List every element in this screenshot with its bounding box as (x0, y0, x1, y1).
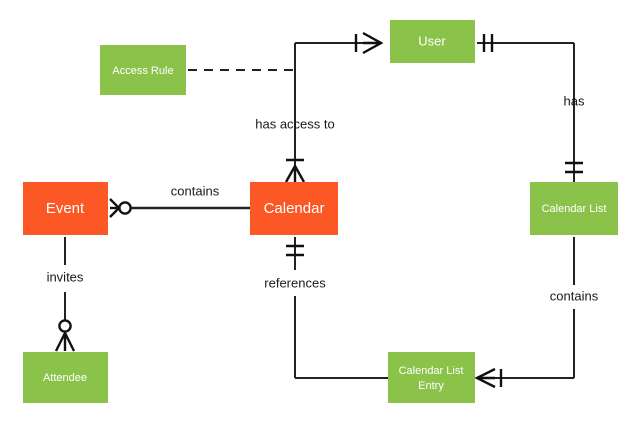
crowfoot-entry-right-one-or-many (474, 367, 503, 389)
entity-access-rule[interactable]: Access Rule (100, 45, 186, 95)
entity-calendar-list-entry-box[interactable] (388, 352, 475, 403)
entity-calendar-list-box[interactable] (530, 182, 618, 235)
relationship-label-has-access-to: has access to (255, 116, 335, 131)
edge-has-access-to[interactable] (284, 31, 384, 183)
relationship-label-invites: invites (47, 269, 84, 284)
edge-references[interactable] (286, 237, 388, 379)
entity-event[interactable]: Event (23, 182, 108, 235)
entity-calendar-label: Calendar (264, 200, 325, 217)
crowfoot-attendee-top-zero-or-many (54, 319, 76, 352)
entity-calendar[interactable]: Calendar (250, 182, 338, 235)
entity-user-label: User (418, 33, 446, 48)
entity-attendee[interactable]: Attendee (23, 352, 108, 403)
relationship-label-contains-entry: contains (550, 288, 599, 303)
entity-event-box[interactable] (23, 182, 108, 235)
entity-calendar-list-entry[interactable]: Calendar List Entry (388, 352, 475, 403)
relationship-label-has: has (564, 93, 585, 108)
cardinality-user-right-exactly-one (482, 34, 494, 52)
edge-contains-entry[interactable] (474, 237, 575, 389)
crowfoot-user-left (354, 31, 384, 55)
entity-calendar-box[interactable] (250, 182, 338, 235)
entity-access-rule-label: Access Rule (112, 65, 173, 77)
entity-calendar-list-label: Calendar List (542, 203, 607, 215)
entity-calendar-list-entry-label-line1: Calendar List (399, 365, 464, 377)
entity-calendar-list-entry-label-line2: Entry (418, 380, 444, 392)
relationship-labels-layer: has access to has contains invites refer… (47, 93, 599, 303)
entity-user-box[interactable] (390, 20, 475, 63)
edge-contains-event[interactable] (109, 198, 250, 218)
edge-invites[interactable] (54, 237, 76, 352)
edges-layer (54, 31, 583, 389)
cardinality-calendarlist-top-exactly-one (565, 161, 583, 174)
entity-user[interactable]: User (390, 20, 475, 63)
entity-attendee-label: Attendee (43, 372, 87, 384)
edge-has[interactable] (477, 34, 583, 182)
relationship-label-references: references (264, 275, 326, 290)
crowfoot-calendar-top (284, 158, 306, 183)
entity-attendee-box[interactable] (23, 352, 108, 403)
entity-calendar-list[interactable]: Calendar List (530, 182, 618, 235)
entity-event-label: Event (46, 200, 85, 217)
relationship-label-contains-event: contains (171, 183, 220, 198)
cardinality-calendar-bottom-exactly-one (286, 244, 304, 257)
entity-access-rule-box[interactable] (100, 45, 186, 95)
crowfoot-event-right-zero-or-many (109, 198, 132, 218)
